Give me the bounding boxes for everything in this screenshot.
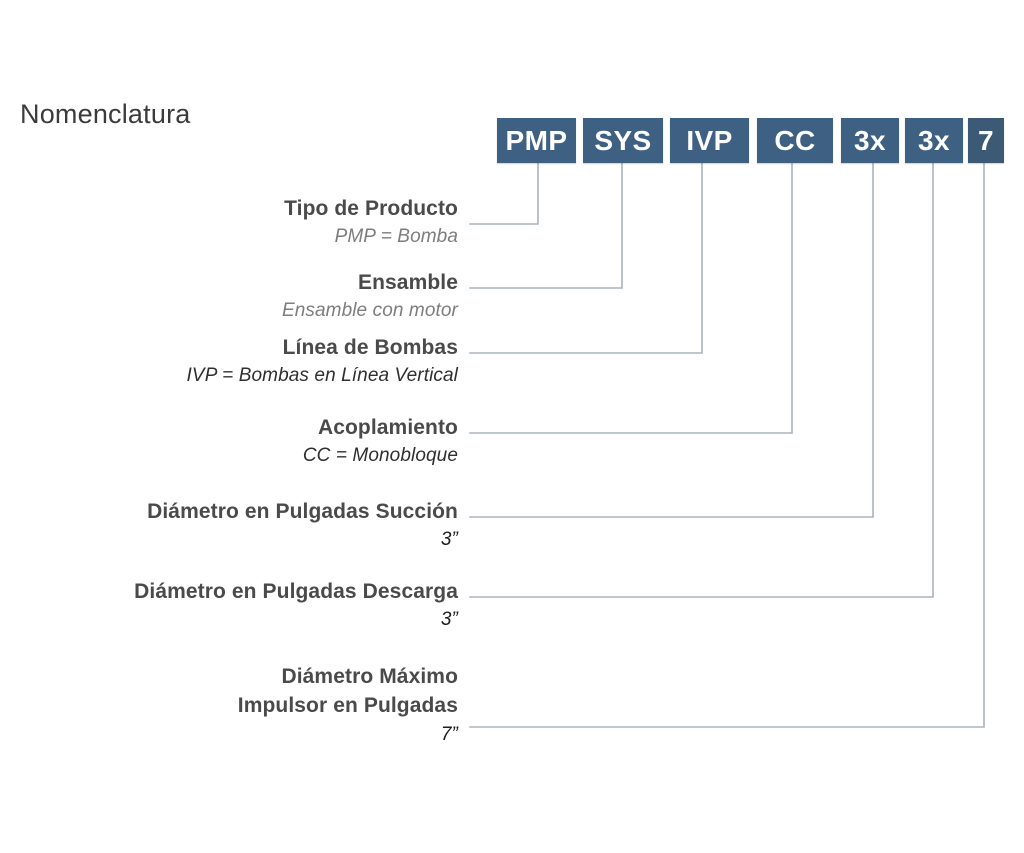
connector-discharge-diameter: [469, 162, 934, 598]
code-box-sys[interactable]: SYS: [583, 118, 663, 163]
legend-title-suction-diameter: Diámetro en Pulgadas Succión: [147, 500, 458, 523]
legend-item-discharge-diameter: Diámetro en Pulgadas Descarga 3”: [134, 579, 458, 633]
connector-pump-line: [469, 162, 703, 354]
legend-title2-max-impeller-diameter: Impulsor en Pulgadas: [237, 694, 458, 717]
legend-item-product-type: Tipo de Producto PMP = Bomba: [284, 196, 458, 250]
legend-sub-suction-diameter: 3”: [440, 529, 458, 550]
connector-coupling: [469, 162, 793, 434]
code-box-discharge[interactable]: 3x: [905, 118, 963, 163]
legend-sub-product-type: PMP = Bomba: [334, 226, 458, 247]
legend-sub-discharge-diameter: 3”: [440, 609, 458, 630]
legend-item-pump-line: Línea de Bombas IVP = Bombas en Línea Ve…: [187, 335, 458, 389]
code-box-pmp[interactable]: PMP: [497, 118, 576, 163]
connector-product-type: [469, 162, 539, 225]
legend-sub-coupling: CC = Monobloque: [302, 445, 458, 466]
legend-title-pump-line: Línea de Bombas: [282, 336, 458, 359]
legend-item-coupling: Acoplamiento CC = Monobloque: [303, 415, 458, 469]
connector-max-impeller-diameter: [469, 162, 985, 728]
legend-title-discharge-diameter: Diámetro en Pulgadas Descarga: [134, 580, 458, 603]
legend-sub-pump-line: IVP = Bombas en Línea Vertical: [186, 365, 458, 386]
legend-item-max-impeller-diameter: Diámetro Máximo Impulsor en Pulgadas 7”: [238, 662, 458, 748]
legend-title-product-type: Tipo de Producto: [284, 197, 458, 220]
code-box-impeller[interactable]: 7: [968, 118, 1004, 163]
connector-suction-diameter: [469, 162, 874, 518]
legend-sub-assembly: Ensamble con motor: [281, 300, 458, 321]
legend-title-assembly: Ensamble: [357, 271, 458, 294]
code-box-cc[interactable]: CC: [757, 118, 833, 163]
code-box-ivp[interactable]: IVP: [670, 118, 749, 163]
legend-item-assembly: Ensamble Ensamble con motor: [282, 270, 458, 324]
page-title: Nomenclatura: [20, 99, 191, 129]
legend-item-suction-diameter: Diámetro en Pulgadas Succión 3”: [147, 499, 458, 553]
code-box-suction[interactable]: 3x: [841, 118, 899, 163]
connector-assembly: [469, 162, 623, 289]
legend-sub-max-impeller-diameter: 7”: [440, 724, 458, 745]
legend-title-coupling: Acoplamiento: [317, 416, 458, 439]
legend-title-max-impeller-diameter: Diámetro Máximo: [281, 665, 458, 688]
